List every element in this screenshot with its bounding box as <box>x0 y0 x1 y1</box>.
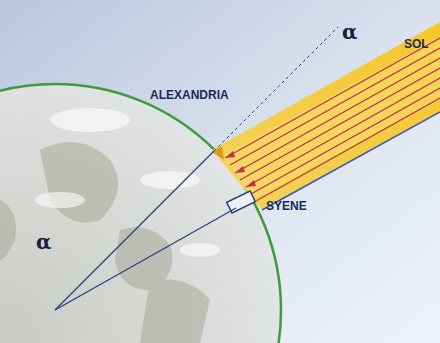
angle-label: α <box>36 232 51 252</box>
city-label: ALEXANDRIA <box>150 89 229 101</box>
sun-label: SOL <box>404 38 429 50</box>
city-label: SYENE <box>266 200 307 212</box>
angle-label: α <box>342 22 357 42</box>
